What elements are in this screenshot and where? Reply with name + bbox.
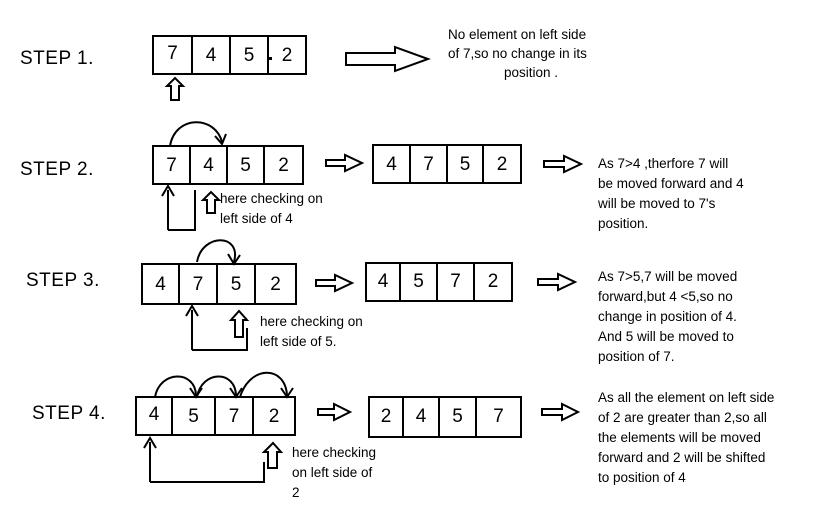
step3-array-after-box — [365, 262, 513, 302]
step3-to-result-arrow — [315, 273, 355, 293]
step3-explanation-arrow — [537, 272, 578, 292]
step4-before-cell: 5 — [188, 406, 199, 427]
step2-hint: here checking on left side of 4 — [220, 191, 323, 226]
step4-pointer-arrow — [261, 441, 284, 469]
step1-stray-dot — [269, 57, 272, 60]
step3-hint: here checking on left side of 5. — [260, 314, 363, 349]
step3-before-cell: 7 — [192, 274, 204, 295]
step1-array-box — [152, 35, 307, 75]
step2-swap-curve-arrow — [169, 121, 223, 147]
step2-array-after-box — [372, 144, 522, 184]
step2-after-cell: 7 — [423, 154, 434, 175]
step1-cell: 5 — [243, 45, 255, 66]
step3-bracket-arrow — [185, 304, 248, 351]
step2-before-cell: 7 — [166, 155, 177, 176]
step1-pointer-arrow — [164, 76, 186, 101]
step3-pointer-arrow — [228, 309, 250, 338]
step1-cell: 2 — [281, 45, 293, 66]
step4-after-cell: 7 — [493, 406, 504, 427]
step3-after-cell: 4 — [377, 271, 389, 292]
step2-after-cell: 2 — [496, 154, 508, 175]
step1-cell: 4 — [205, 45, 217, 66]
step1-label: STEP 1. — [20, 48, 94, 69]
step3-after-cell: 7 — [450, 271, 461, 292]
step4-before-cell: 4 — [148, 404, 160, 425]
step2-before-cell: 5 — [240, 155, 251, 176]
step1-result-arrow — [345, 45, 431, 73]
step4-before-cell: 7 — [228, 406, 240, 427]
step1-cell: 7 — [167, 43, 178, 64]
step2-after-cell: 4 — [386, 154, 397, 175]
step4-after-cell: 2 — [380, 406, 392, 427]
step3-before-cell: 4 — [155, 274, 166, 295]
step4-explanation-arrow — [541, 402, 581, 422]
step3-before-cell: 2 — [270, 274, 281, 295]
step4-explanation: As all the element on left side of 2 are… — [598, 390, 775, 485]
step2-bracket-arrow — [161, 184, 196, 231]
step1-explanation: No element on left side of 7,so no chang… — [448, 27, 587, 80]
step4-to-result-arrow — [317, 402, 353, 422]
step4-hint: here checking on left side of 2 — [292, 445, 377, 500]
step4-after-cell: 5 — [452, 406, 463, 427]
step4-array-before-box — [135, 396, 296, 436]
step3-label: STEP 3. — [26, 270, 100, 291]
step2-before-cell: 4 — [203, 155, 214, 176]
step4-bracket-arrow — [143, 436, 265, 483]
step2-to-result-arrow — [325, 153, 365, 173]
step3-after-cell: 5 — [413, 271, 424, 292]
step3-explanation: As 7>5,7 will be moved forward,but 4 <5,… — [598, 269, 738, 364]
step3-array-before-box — [141, 263, 297, 305]
step2-after-cell: 5 — [459, 154, 471, 175]
step4-shift-curve-arrows — [154, 371, 294, 399]
step2-before-cell: 2 — [278, 155, 289, 176]
step2-explanation-arrow — [543, 154, 584, 174]
step4-before-cell: 2 — [268, 406, 280, 427]
step2-pointer-arrow — [200, 190, 222, 214]
step4-array-after-box — [368, 396, 522, 438]
step2-explanation: As 7>4 ,therfore 7 will be moved forward… — [598, 156, 744, 231]
step4-label: STEP 4. — [32, 403, 106, 424]
step2-array-before-box — [152, 145, 304, 185]
step3-after-cell: 2 — [487, 271, 499, 292]
step3-before-cell: 5 — [230, 274, 242, 295]
step4-after-cell: 4 — [415, 406, 427, 427]
step2-label: STEP 2. — [20, 159, 94, 180]
step3-swap-curve-arrow — [196, 239, 237, 263]
